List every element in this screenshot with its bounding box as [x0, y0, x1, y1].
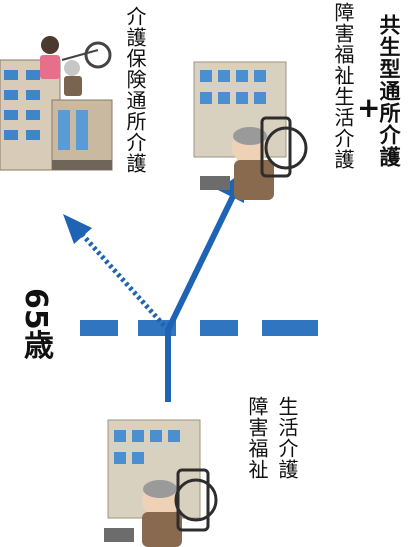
elderly-with-caregiver-icon: [40, 36, 112, 96]
care-facility-icon: [0, 59, 113, 171]
plus-sign: +: [357, 91, 381, 124]
dotted-arrowhead: [63, 214, 92, 244]
welfare-life-care-label: 障害福祉生活介護: [331, 2, 355, 170]
symbiotic-day-service-label: 共生型通所介護: [377, 14, 401, 168]
age-boundary-line: [80, 320, 318, 336]
age-65-label: 65歳: [18, 288, 53, 360]
solid-arrow: [165, 188, 239, 332]
bottom-wheelchair-user-icon: [104, 468, 218, 547]
care-insurance-day-service-label: 介護保険通所介護: [123, 6, 147, 174]
wheelchair-user-icon: [200, 116, 308, 200]
dotted-arrow: [78, 230, 170, 332]
bottom-welfare-label-line2: 生活介護: [275, 396, 299, 480]
bottom-welfare-label-line1: 障害福祉: [245, 396, 269, 480]
